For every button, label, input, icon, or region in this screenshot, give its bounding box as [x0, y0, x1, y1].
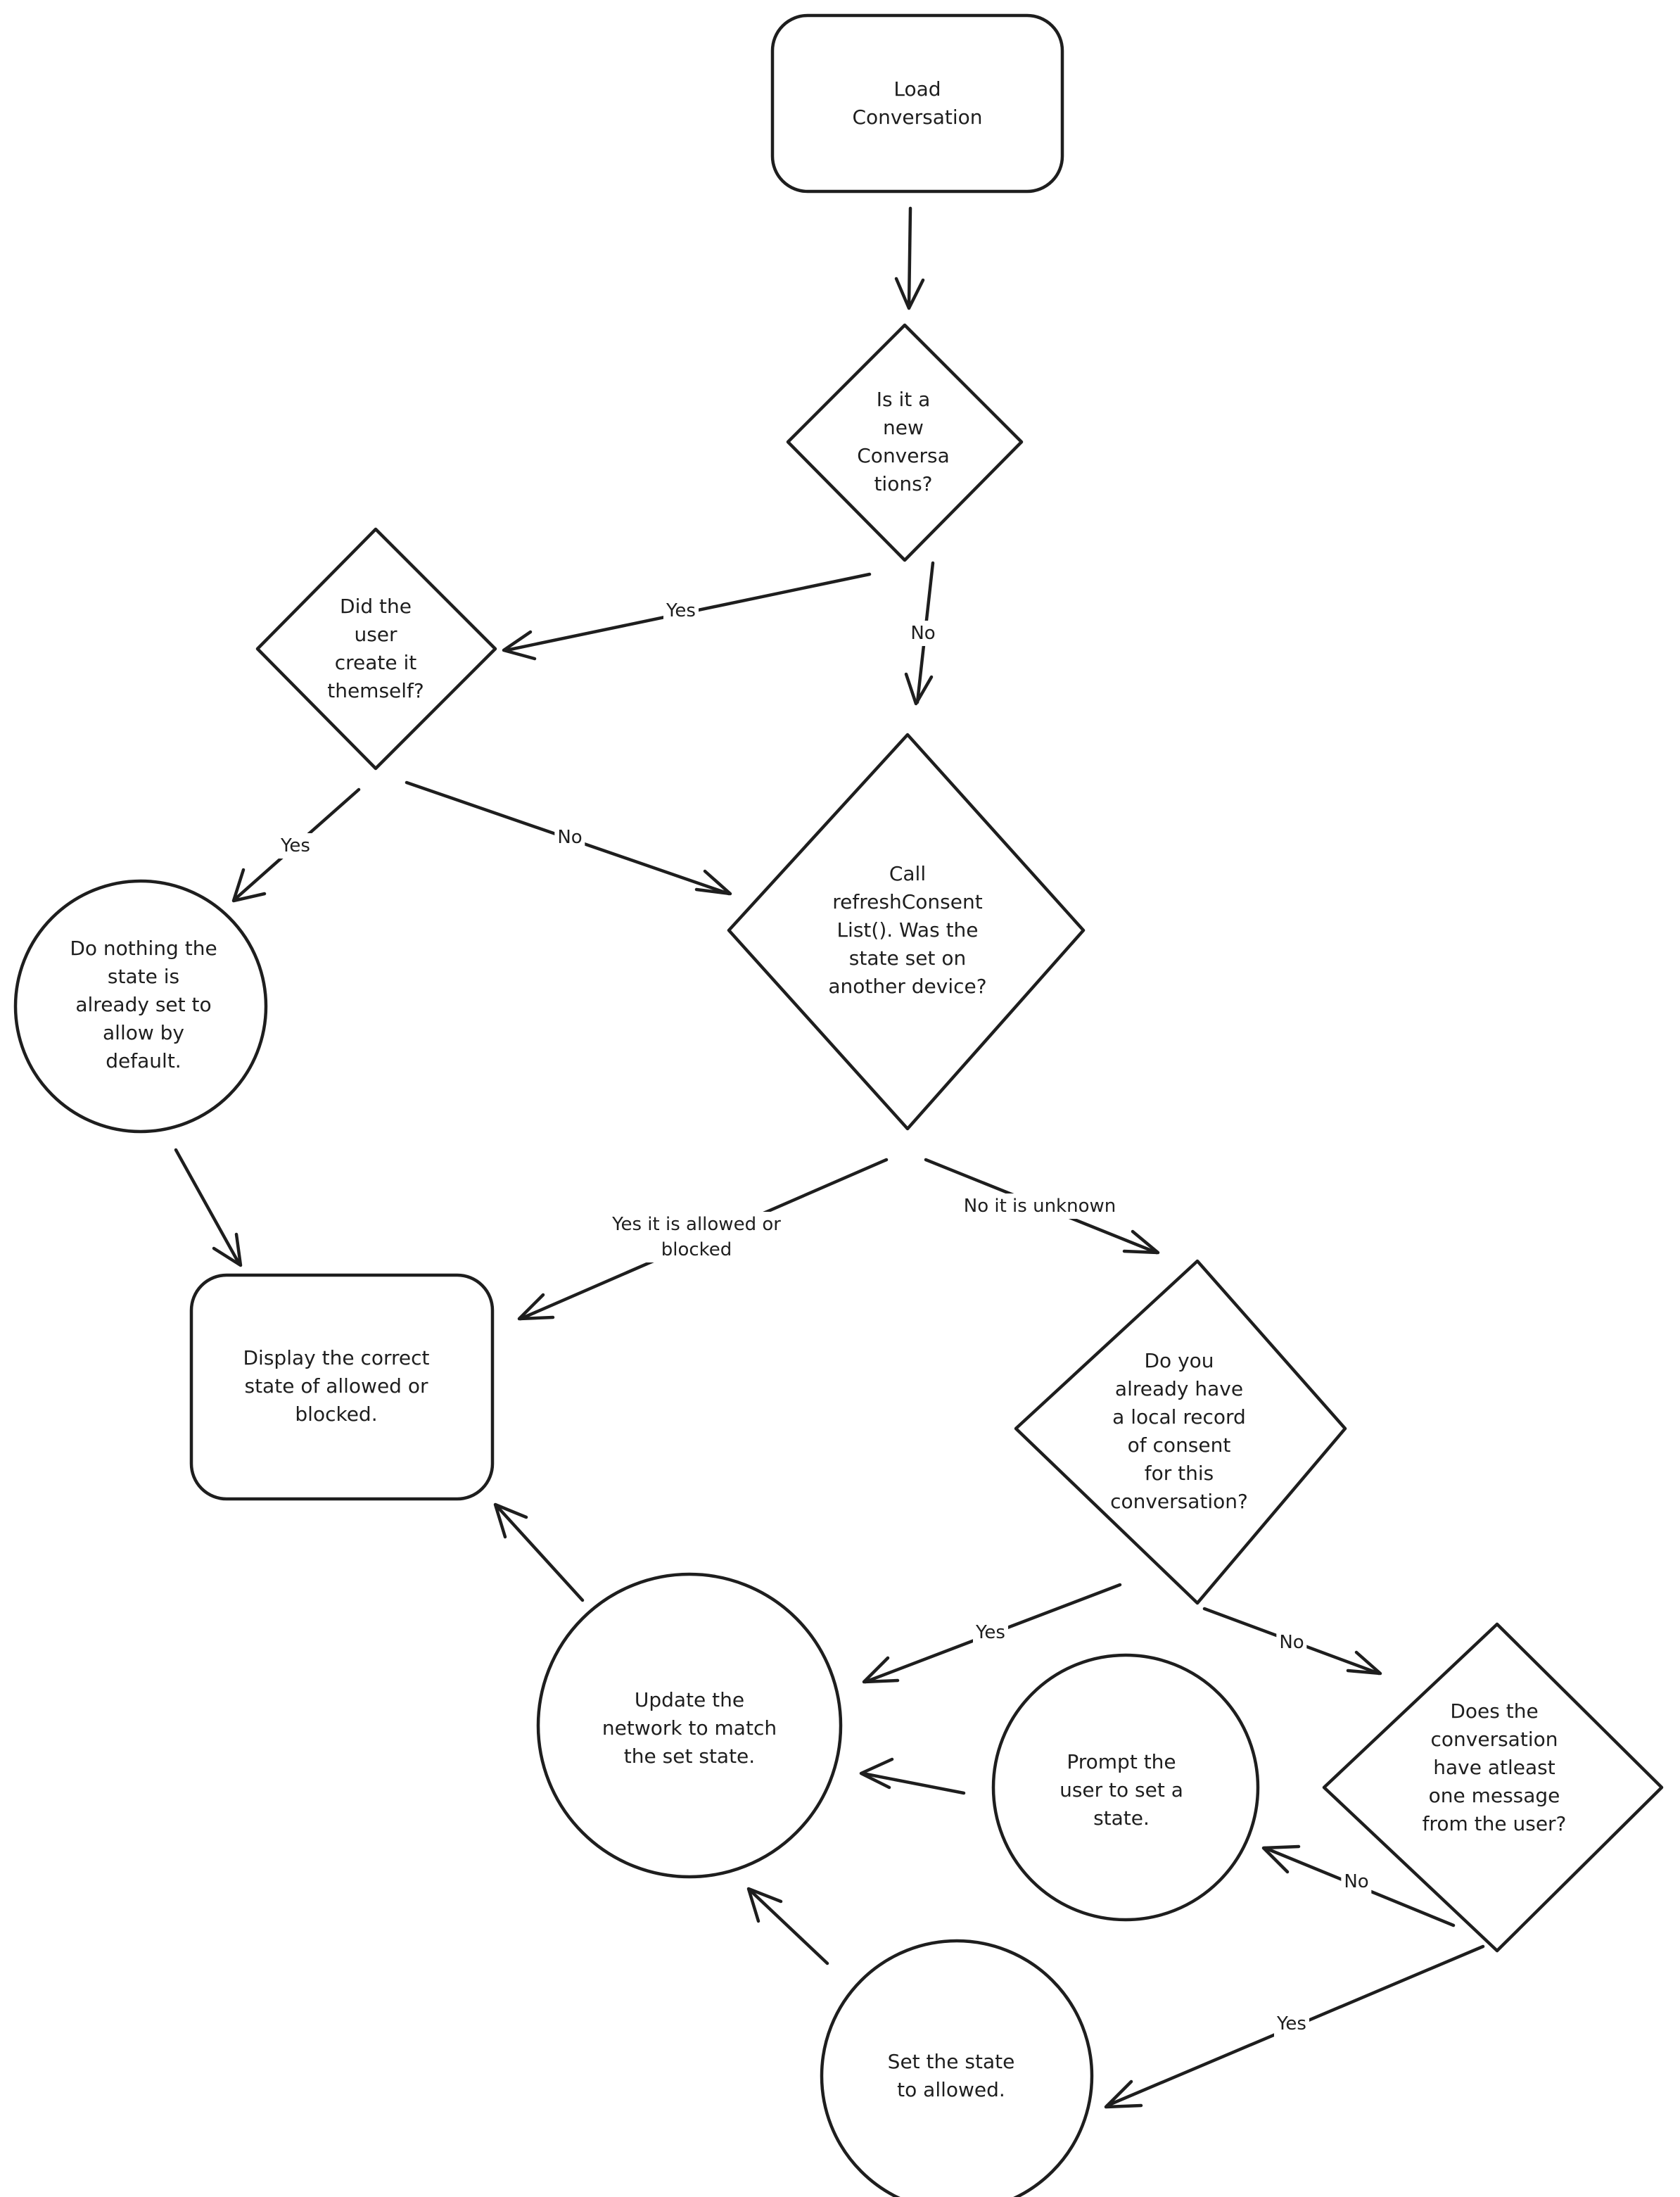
node-refresh-consent-diamond[interactable] [727, 733, 1086, 1131]
node-do-nothing-label: Do nothing the state is already set to a… [70, 937, 217, 1072]
edge-label-refresh-yes: Yes it is allowed or blocked [609, 1212, 784, 1262]
node-update-network-circle[interactable] [536, 1572, 843, 1879]
node-update-network-label: Update the network to match the set stat… [602, 1688, 777, 1768]
node-did-user-create-diamond[interactable] [255, 527, 497, 771]
node-prompt-user-circle[interactable] [991, 1653, 1260, 1922]
node-prompt-user-label: Prompt the user to set a state. [1059, 1750, 1183, 1830]
edge-label-create-no: No [554, 825, 585, 850]
edge-label-refresh-no: No it is unknown [960, 1194, 1119, 1219]
edge-label-message-yes: Yes [1274, 2011, 1309, 2037]
node-refresh-consent-label: Call refreshConsent List(). Was the stat… [828, 862, 987, 998]
node-set-allowed-label: Set the state to allowed. [887, 2050, 1015, 2101]
edge-label-create-yes: Yes [278, 833, 313, 859]
node-did-user-create-label: Did the user create it themself? [327, 595, 424, 702]
edge-label-local-no: No [1276, 1630, 1307, 1655]
node-set-allowed-circle[interactable] [820, 1939, 1094, 2197]
edge-set-allowed-to-update [746, 1887, 829, 1965]
edge-update-to-display [493, 1502, 585, 1602]
edge-label-local-yes: Yes [973, 1620, 1008, 1645]
edge-label-new-yes: Yes [663, 598, 699, 623]
node-is-new-conversation-diamond[interactable] [786, 323, 1024, 562]
edge-label-message-no: No [1341, 1869, 1372, 1894]
edge-prompt-to-update [859, 1757, 966, 1795]
edge-label-new-no: No [908, 621, 938, 646]
node-display-state-label: Display the correct state of allowed or … [243, 1346, 430, 1426]
edge-load-to-is-new [894, 206, 925, 310]
node-load-conversation-label: Load Conversation [852, 77, 983, 129]
node-local-record-diamond[interactable] [1014, 1259, 1347, 1605]
node-has-message-label: Does the conversation have atleast one m… [1422, 1699, 1567, 1835]
edge-do-nothing-to-display [174, 1148, 243, 1267]
node-local-record-label: Do you already have a local record of co… [1110, 1349, 1248, 1513]
node-has-message-diamond[interactable] [1322, 1622, 1664, 1953]
node-do-nothing-circle[interactable] [13, 879, 268, 1134]
node-load-conversation-box[interactable] [770, 13, 1064, 194]
node-display-state-box[interactable] [189, 1273, 495, 1501]
node-is-new-conversation-label: Is it a new Conversa tions? [857, 388, 950, 495]
